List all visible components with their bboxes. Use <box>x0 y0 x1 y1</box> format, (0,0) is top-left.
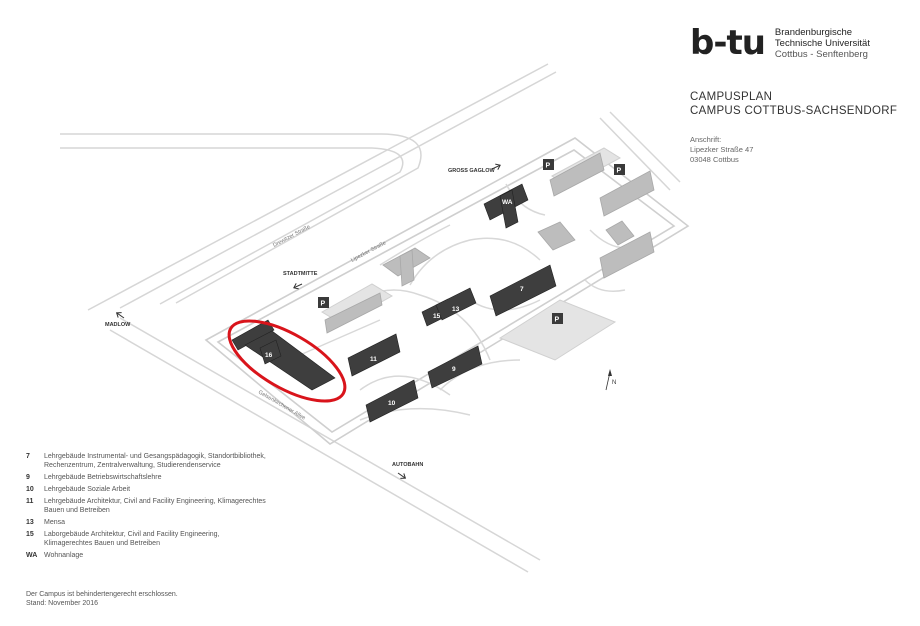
parking-sign: P <box>617 168 622 175</box>
logo-line-2: Technische Universität <box>774 37 870 49</box>
btu-logo: b-tu Brandenburgische Technische Univers… <box>690 26 870 60</box>
logo-line-1: Brandenburgische <box>774 26 853 38</box>
address: Anschrift: Lipezker Straße 47 03048 Cott… <box>690 135 753 165</box>
legend-text: Lehrgebäude Soziale Arbeit <box>44 486 131 493</box>
gray-buildings <box>324 152 655 334</box>
legend-text: Lehrgebäude Architektur, Civil and Facil… <box>44 498 266 514</box>
direction-stadtmitte: STADTMITTE <box>283 271 318 277</box>
north-label: N <box>612 380 616 386</box>
legend-item: WA Wohnanlage <box>26 551 266 560</box>
address-label: Anschrift: <box>690 135 722 144</box>
building-11-label: 11 <box>370 356 377 363</box>
direction-madlow: MADLOW <box>105 322 131 328</box>
direction-gross-gaglow: GROSS GAGLOW <box>448 168 496 174</box>
logo-mark: b-tu <box>690 23 766 63</box>
building-wa-label: WA <box>502 199 513 206</box>
building-9-label: 9 <box>452 366 456 373</box>
address-city: 03048 Cottbus <box>690 155 739 164</box>
legend-item: 7 Lehrgebäude Instrumental- und Gesangspä… <box>26 452 266 470</box>
building-15-label: 15 <box>433 313 441 320</box>
legend: 7 Lehrgebäude Instrumental- und Gesangspä… <box>26 452 266 563</box>
logo-text: Brandenburgische Technische Universität … <box>775 27 870 60</box>
parking-signs: P P P P <box>318 159 625 324</box>
parking-sign: P <box>546 163 551 170</box>
legend-item: 11 Lehrgebäude Architektur, Civil and Fac… <box>26 497 266 515</box>
outer-roads <box>60 63 681 573</box>
legend-text: Wohnanlage <box>44 552 84 559</box>
direction-autobahn: AUTOBAHN <box>392 462 423 468</box>
legend-item: 15 Laborgebäude Architektur, Civil and Fa… <box>26 530 266 548</box>
building-16-label: 16 <box>265 352 273 359</box>
title-line-2: CAMPUS COTTBUS-SACHSENDORF <box>690 105 898 117</box>
legend-number: 7 <box>26 453 30 460</box>
direction-labels: GROSS GAGLOW STADTMITTE MADLOW AUTOBAHN <box>105 161 502 482</box>
legend-text: Laborgebäude Architektur, Civil and Faci… <box>44 531 220 547</box>
building-13-label: 13 <box>452 306 460 313</box>
parking-sign: P <box>555 317 560 324</box>
parking-sign: P <box>321 301 326 308</box>
legend-number: 13 <box>26 519 34 526</box>
address-street: Lipezker Straße 47 <box>690 145 754 154</box>
legend-text: Lehrgebäude Instrumental- und Gesangspäd… <box>44 453 266 469</box>
campus-boundary <box>204 137 690 445</box>
building-labels: 7 9 10 11 13 15 16 WA <box>265 199 524 407</box>
building-10-label: 10 <box>388 400 396 407</box>
legend-number: 9 <box>26 474 30 481</box>
page-title: CAMPUSPLAN CAMPUS COTTBUS-SACHSENDORF <box>690 90 897 118</box>
legend-number: 11 <box>26 498 34 505</box>
legend-item: 9 Lehrgebäude Betriebswirtschaftslehre <box>26 473 266 482</box>
legend-number: 10 <box>26 486 34 493</box>
street-drewitzer: Drewitzer Straße <box>272 224 311 249</box>
building-7-label: 7 <box>520 286 524 293</box>
footer-line-1: Der Campus ist behindertengerecht erschl… <box>26 591 178 598</box>
highlight-ellipse <box>227 319 347 403</box>
legend-item: 10 Lehrgebäude Soziale Arbeit <box>26 485 266 494</box>
legend-number: 15 <box>26 531 34 538</box>
street-labels: Drewitzer Straße Lipezker Straße Gelsenk… <box>257 224 387 421</box>
legend-number: WA <box>26 552 38 559</box>
north-arrow-icon: N <box>605 369 616 391</box>
logo-line-3: Cottbus - Senftenberg <box>774 48 868 60</box>
footer-line-2: Stand: November 2016 <box>26 600 98 607</box>
legend-text: Mensa <box>44 519 66 526</box>
title-line-1: CAMPUSPLAN <box>690 91 773 103</box>
legend-text: Lehrgebäude Betriebswirtschaftslehre <box>44 474 162 481</box>
legend-item: 13 Mensa <box>26 518 266 527</box>
dark-buildings <box>231 183 557 423</box>
footer-note: Der Campus ist behindertengerecht erschl… <box>26 590 178 608</box>
